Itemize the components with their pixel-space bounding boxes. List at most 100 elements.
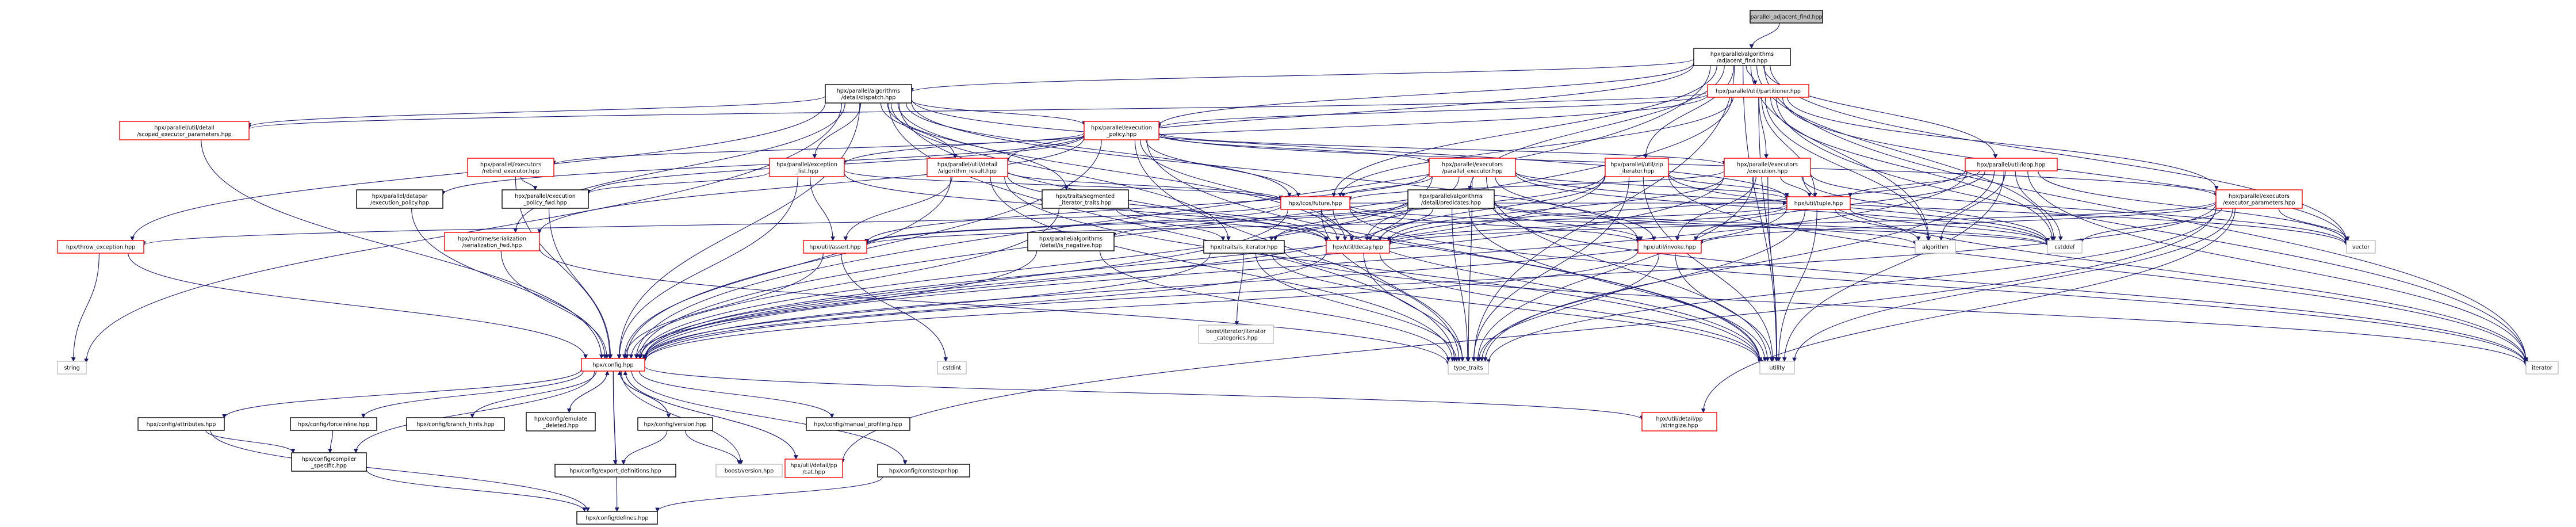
node-label-parexec: /parallel_executor.hpp [1442, 168, 1502, 174]
node-label-lcosfuture: hpx/lcos/future.hpp [1289, 201, 1342, 207]
include-edge-parexec-to-cstddef [1515, 173, 2050, 245]
include-edge-partitioner-to-tuple [1761, 97, 1817, 197]
node-box-datapar [356, 189, 443, 209]
include-edges [71, 22, 2528, 513]
node-compilerspecific[interactable]: hpx/config/compiler_specific.hpp [291, 452, 367, 472]
node-attributes[interactable]: hpx/config/attributes.hpp [137, 417, 225, 431]
node-branchhints[interactable]: hpx/config/branch_hints.hpp [406, 417, 505, 431]
node-isnegate[interactable]: hpx/parallel/algorithms/detail/is_negati… [1027, 232, 1115, 251]
node-label-iteratorcat: _categories.hpp [1214, 335, 1258, 341]
include-edge-config-to-defines [613, 371, 619, 512]
node-exlist[interactable]: hpx/parallel/exception_list.hpp [769, 158, 845, 177]
include-edge-predicates-to-algorithm [1494, 203, 1917, 246]
include-edge-lcosfuture-to-throwexc [141, 204, 1281, 246]
include-edge-adjacent-to-execpolicy [1157, 62, 1694, 127]
node-label-algres: /algorithm_result.hpp [938, 168, 997, 174]
include-edge-parexec-to-invoke [1495, 176, 1656, 241]
node-label-cstddef: cstddef [2054, 245, 2075, 251]
node-partitioner[interactable]: hpx/parallel/util/partitioner.hpp [1707, 84, 1809, 98]
node-forceinline[interactable]: hpx/config/forceinline.hpp [290, 417, 377, 431]
include-edge-loop-to-iterator [2027, 170, 2528, 362]
node-policyfwd[interactable]: hpx/parallel/execution_policy_fwd.hpp [502, 189, 589, 209]
include-edge-attributes-to-compilerspecific [205, 430, 296, 453]
node-box-exportdefs [554, 464, 676, 478]
node-adjacent[interactable]: hpx/parallel/algorithms/adjacent_find.hp… [1693, 48, 1791, 66]
node-box-adjacent [1693, 48, 1791, 66]
node-defines[interactable]: hpx/config/defines.hpp [576, 511, 658, 525]
include-edge-rebind-to-config [515, 176, 613, 359]
include-edge-tuple-to-algorithm [1835, 209, 1921, 241]
node-config[interactable]: hpx/config.hpp [581, 358, 645, 372]
include-edge-exlist-to-policyfwd [586, 171, 770, 194]
node-scoped[interactable]: hpx/parallel/util/detail/scoped_executor… [119, 121, 250, 140]
node-rebind[interactable]: hpx/parallel/executors/rebind_executor.h… [467, 158, 554, 177]
include-edge-exlist-to-assert [810, 176, 835, 241]
include-edge-zipiter-to-tuple [1668, 173, 1789, 197]
node-execpolicy[interactable]: hpx/parallel/execution_policy.hpp [1084, 121, 1159, 140]
node-parexec[interactable]: hpx/parallel/executors/parallel_executor… [1429, 158, 1516, 177]
node-constexpr[interactable]: hpx/config/constexpr.hpp [877, 464, 970, 478]
node-cat[interactable]: hpx/util/detail/pp/cat.hpp [784, 459, 843, 478]
include-edge-decay-to-config [642, 251, 1327, 361]
node-box-predicates [1407, 189, 1495, 209]
node-lcosfuture[interactable]: hpx/lcos/future.hpp [1280, 196, 1350, 210]
node-label-scoped: /scoped_executor_parameters.hpp [137, 131, 231, 138]
node-predicates[interactable]: hpx/parallel/algorithms/detail/predicate… [1407, 189, 1495, 209]
node-label-isnegate: hpx/parallel/algorithms [1039, 236, 1103, 242]
node-execparams[interactable]: hpx/parallel/executors/executor_paramete… [2215, 189, 2303, 209]
include-edge-dispatch-to-isiterator [890, 102, 1231, 241]
node-vector: vector [2346, 240, 2376, 254]
node-tuple[interactable]: hpx/util/tuple.hpp [1786, 196, 1851, 210]
node-label-string: string [64, 365, 79, 372]
node-label-zipiter: _iterator.hpp [1619, 168, 1654, 174]
node-box-execparams [2215, 189, 2303, 209]
include-edge-config-to-manualprofiling [638, 371, 835, 418]
node-stringize[interactable]: hpx/util/detail/pp/stringize.hpp [1641, 412, 1717, 431]
include-edge-version-to-exportdefs [621, 430, 668, 465]
include-edge-algres-to-typetraits [990, 176, 1455, 362]
node-serialization[interactable]: hpx/runtime/serialization/serialization_… [444, 232, 540, 251]
node-label-adjacent: /adjacent_find.hpp [1717, 58, 1767, 64]
node-label-defines: hpx/config/defines.hpp [586, 515, 649, 522]
include-edge-compilerspecific-to-defines [366, 469, 587, 512]
node-version[interactable]: hpx/config/version.hpp [637, 417, 713, 431]
node-label-constexpr: hpx/config/constexpr.hpp [889, 468, 958, 475]
node-loop[interactable]: hpx/parallel/util/loop.hpp [1965, 158, 2058, 171]
node-throwexc[interactable]: hpx/throw_exception.hpp [57, 240, 144, 254]
node-isiterator[interactable]: hpx/traits/is_iterator.hpp [1203, 240, 1285, 254]
include-edge-root-to-adjacent [1749, 22, 1780, 49]
node-label-cat: /cat.hpp [802, 469, 825, 475]
node-zipiter[interactable]: hpx/parallel/util/zip_iterator.hpp [1605, 158, 1669, 177]
node-dispatch[interactable]: hpx/parallel/algorithms/detail/dispatch.… [825, 84, 912, 104]
node-assert[interactable]: hpx/util/assert.hpp [803, 240, 867, 254]
include-edge-loop-to-tuple [1848, 170, 1980, 197]
include-edge-algres-to-config [622, 176, 951, 359]
node-label-zipiter: hpx/parallel/util/zip [1610, 162, 1663, 168]
node-invoke[interactable]: hpx/util/invoke.hpp [1637, 240, 1702, 254]
node-label-algres: hpx/parallel/util/detail [937, 162, 997, 168]
include-edge-dispatch-to-exlist [812, 102, 862, 159]
node-exportdefs[interactable]: hpx/config/export_definitions.hpp [554, 464, 676, 478]
include-edge-invoke-to-utility [1675, 253, 1774, 362]
include-edge-isnegate-to-typetraits [1099, 250, 1451, 362]
node-emulatedeleted[interactable]: hpx/config/emulate_deleted.hpp [526, 412, 596, 431]
node-exectraits[interactable]: hpx/parallel/executors/execution.hpp [1724, 158, 1811, 177]
node-algres[interactable]: hpx/parallel/util/detail/algorithm_resul… [927, 158, 1008, 177]
node-label-cstdint: cstdint [943, 365, 962, 372]
node-manualprofiling[interactable]: hpx/config/manual_profiling.hpp [806, 417, 910, 431]
node-box-compilerspecific [291, 452, 367, 472]
include-edge-execparams-to-cat [840, 207, 2217, 464]
include-nodes: parallel_adjacent_find.hpphpx/parallel/a… [57, 10, 2559, 525]
include-edge-parexec-to-vector [1515, 171, 2349, 246]
include-edge-adjacent-to-lcosfuture [1331, 65, 1717, 197]
include-edge-zipiter-to-utility [1643, 176, 1775, 362]
node-box-policyfwd [502, 189, 589, 209]
node-datapar[interactable]: hpx/parallel/datapar/execution_policy.hp… [356, 189, 443, 209]
node-segmented[interactable]: hpx/traits/segmented_iterator_traits.hpp [1042, 189, 1129, 209]
node-label-segmented: hpx/traits/segmented [1056, 193, 1115, 200]
include-edge-parexec-to-assert [864, 173, 1430, 243]
node-label-execpolicy: _policy.hpp [1106, 131, 1136, 138]
include-edge-isiterator-to-utility [1272, 253, 1762, 364]
node-decay[interactable]: hpx/util/decay.hpp [1326, 240, 1390, 254]
node-label-exlist: _list.hpp [795, 168, 818, 174]
